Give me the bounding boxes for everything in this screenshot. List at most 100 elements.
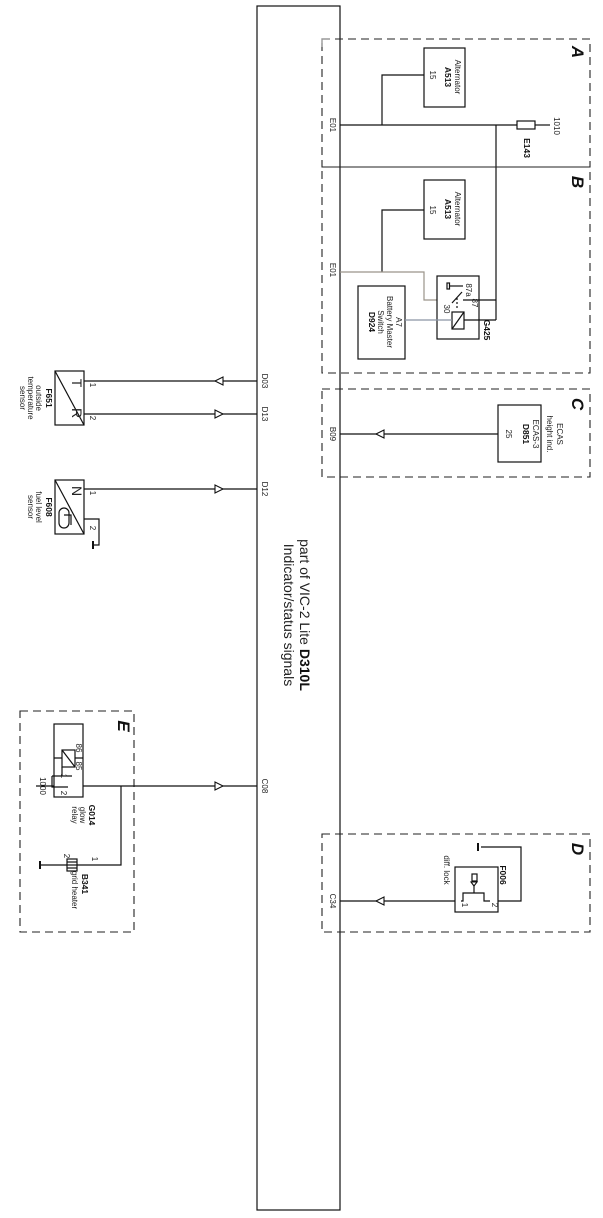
temp-symbol-r: R: [69, 408, 85, 418]
section-c-pin-b09: B09: [328, 427, 337, 442]
glow-relay-code: G014: [87, 805, 97, 826]
temp-sensor-line1: outside: [34, 385, 43, 411]
section-d-pin-c34: C34: [328, 894, 337, 909]
alternator-a-name: Alternator: [453, 60, 462, 95]
section-d-label: D: [568, 843, 587, 855]
alternator-b-name: Alternator: [453, 192, 462, 227]
signal-arrow-c: [374, 429, 385, 439]
switch-line1: A7: [394, 317, 403, 327]
temp-sensor-line2: temperature: [26, 376, 35, 420]
glow-relay-coil-diagonal: [61, 749, 76, 768]
temp-symbol-t: T: [69, 379, 85, 388]
glow-relay-line2: relay: [70, 806, 79, 823]
relay-pin-87: 87: [470, 299, 479, 308]
fuel-pin1: 1: [88, 491, 97, 496]
alternator-b-code: A513: [443, 199, 453, 220]
switch-code: D924: [367, 312, 377, 333]
diff-lock-arrow: [469, 881, 479, 887]
ecas-pin: 25: [504, 430, 513, 439]
relay-code: G425: [482, 320, 492, 341]
signal-arrow-d03: [213, 376, 224, 386]
module-pin-d12: D12: [260, 482, 269, 497]
section-c-label: C: [568, 398, 587, 411]
fuse-code: E143: [522, 138, 532, 158]
fuel-sensor-group: N F608 fuel level sensor 1 2 D12: [26, 479, 269, 549]
section-e-label: E: [114, 720, 133, 732]
heater-code: B341: [80, 874, 90, 895]
diff-lock-pin2: 2: [490, 903, 499, 908]
temp-sensor-group: T R F651 outside temperature sensor 1 2 …: [18, 370, 269, 426]
section-e-border: [19, 710, 135, 933]
switch-line2: Battery Master: [385, 296, 394, 348]
section-c: C B09 ECAS height ind. ECAS-3 D851 25: [321, 388, 591, 478]
module-title: part of VIC-2 Lite D310L Indicator/statu…: [281, 539, 313, 691]
wire-diff-lock-ground: [481, 846, 522, 902]
section-a: A E01 Alternator A513 15 E143 1010: [321, 38, 591, 300]
wire-a-alternator: [381, 74, 424, 125]
glow-relay-pin-86: 86: [74, 744, 83, 753]
diff-lock-code: F006: [498, 865, 508, 885]
glow-relay-pin-85: 85: [74, 762, 83, 771]
temp-sensor-diagonal: [54, 370, 85, 426]
section-a-corner: [321, 38, 330, 47]
fuel-float-icon: [58, 507, 70, 529]
section-a-border: [321, 38, 591, 168]
signal-arrow-d13: [214, 409, 225, 419]
alternator-a-code: A513: [443, 67, 453, 88]
vic2-module-box: [256, 5, 341, 1211]
fuel-sensor-diagonal: [54, 479, 85, 535]
svg-text:part of VIC-2 Lite D310L: part of VIC-2 Lite D310L: [297, 539, 313, 691]
glow-relay-line1: glow: [78, 807, 87, 824]
temp-sensor-line3: sensor: [18, 386, 27, 410]
alternator-b-pin: 15: [428, 206, 437, 215]
temp-pin2: 2: [88, 416, 97, 421]
module-subtitle: Indicator/status signals: [281, 544, 297, 686]
fuel-sensor-code: F608: [44, 497, 54, 517]
alternator-a-pin: 15: [428, 71, 437, 80]
relay-switch-blade: [451, 291, 463, 304]
ecas-line3: ECAS-3: [531, 420, 540, 449]
fuel-float-arm: [64, 514, 72, 525]
fuel-sensor-line1: fuel level: [34, 491, 43, 523]
diff-lock-switch-f006: [454, 866, 499, 913]
section-a-label: A: [568, 45, 587, 58]
wire-b-e01-relay30: [340, 271, 440, 301]
signal-arrow-d12: [214, 484, 225, 494]
alternator-a513-a: [423, 47, 466, 108]
section-c-border: [321, 388, 591, 478]
fuel-symbol-n: N: [69, 486, 85, 496]
fuel-sensor-line2: sensor: [26, 495, 35, 519]
temp-pin1: 1: [88, 383, 97, 388]
heater-desc: grid heater: [70, 871, 79, 910]
module-pin-d03: D03: [260, 374, 269, 389]
module-pin-c08: C08: [260, 779, 269, 794]
battery-master-switch-d924: [357, 285, 406, 360]
diff-lock-desc: diff. lock: [442, 855, 451, 885]
wire-fuel-ground: [84, 518, 100, 546]
module-code: D310L: [297, 649, 313, 691]
ecas-line1: ECAS: [555, 423, 564, 445]
relay-pin-87a: 87a: [464, 283, 473, 297]
diff-lock-pin1: 1: [460, 903, 469, 908]
glow-relay-pin-2: 2: [59, 791, 68, 796]
wire-b-alternator: [381, 209, 424, 272]
section-d-border: [321, 833, 591, 933]
signal-arrow-c08: [214, 781, 225, 791]
heater-pin1: 1: [90, 857, 99, 862]
section-d: D C34 1 2 F006 diff. lock: [321, 833, 591, 933]
glow-relay-contact-1: [51, 776, 68, 788]
ecas-code: D851: [521, 424, 531, 445]
temp-sensor-code: F651: [44, 388, 54, 408]
fuel-pin2: 2: [88, 526, 97, 531]
section-a-pin-e01: E01: [328, 118, 337, 133]
ecas-d851: [497, 404, 542, 463]
section-b-border: [321, 166, 591, 374]
diff-lock-button: [471, 873, 478, 882]
wire-grid-heater: [76, 786, 122, 866]
switch-line3: Switch: [376, 310, 385, 334]
section-b: B E01 Alternator A513 15 87a 87 30 G425 …: [321, 166, 591, 374]
relay-pin-30: 30: [442, 305, 451, 314]
section-e: E 85 86 2 1 1000 G014 glow relay C08 1 2…: [19, 710, 269, 933]
section-b-label: B: [568, 176, 587, 188]
